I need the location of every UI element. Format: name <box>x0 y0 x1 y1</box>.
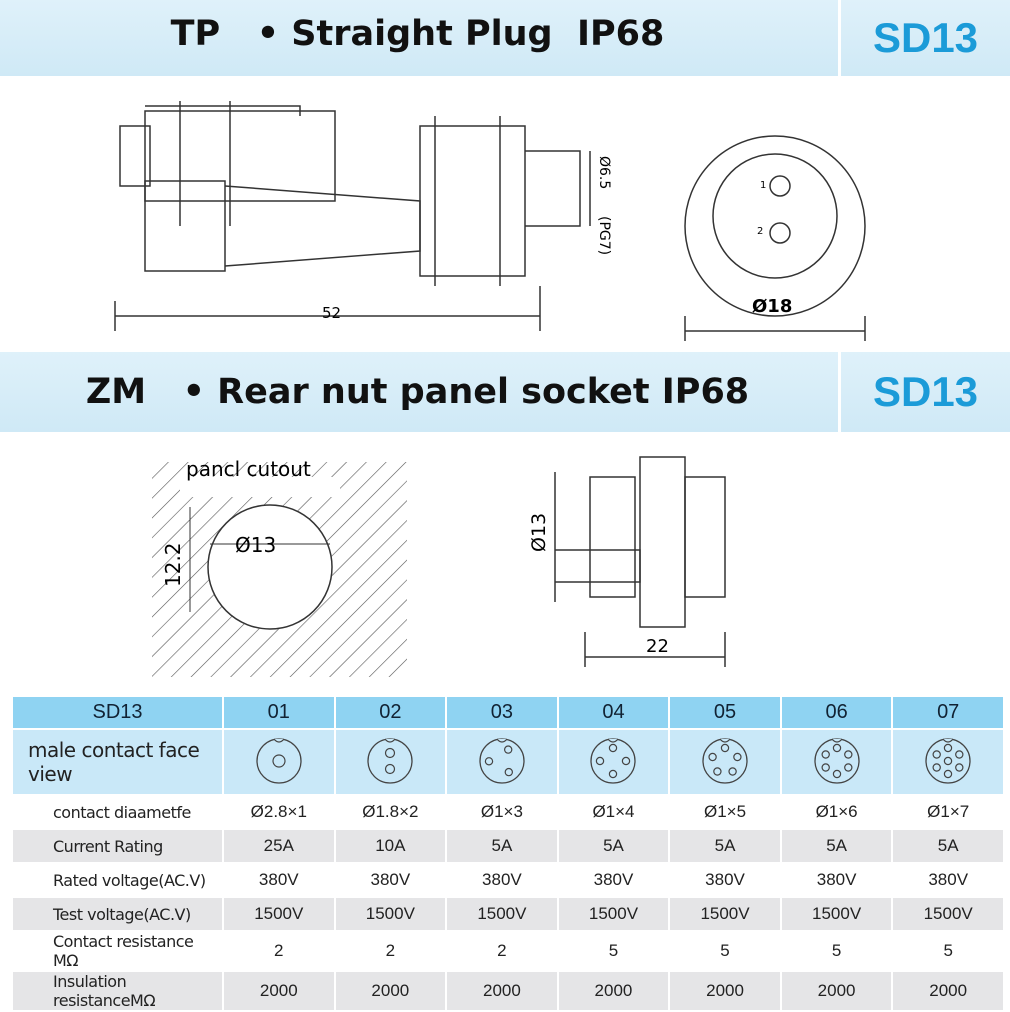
table-cell: 2000 <box>781 972 892 1012</box>
table-cell: 380V <box>670 864 780 898</box>
table-cell: 5A <box>670 830 780 864</box>
cable-dia-dim: Ø6.5 <box>596 156 612 189</box>
table-cell: Ø1×6 <box>781 796 892 830</box>
plug-model-code: SD13 <box>838 0 1010 76</box>
table-cell: 2000 <box>893 972 1003 1012</box>
plug-title: TP • Straight Plug IP68 <box>170 14 665 54</box>
table-cell: 5 <box>670 932 780 972</box>
cable-gland-dim: (PG7) <box>596 216 612 255</box>
row-label: Insulation resistanceMΩ <box>13 972 222 1012</box>
model-column-header: 03 <box>447 697 557 730</box>
series-header: SD13 <box>13 697 222 730</box>
table-cell: 2000 <box>558 972 669 1012</box>
socket-model-code: SD13 <box>838 352 1010 432</box>
contact-face-icon <box>447 730 557 796</box>
table-cell: 2000 <box>670 972 780 1012</box>
table-cell: 1500V <box>670 898 780 932</box>
table-cell: 5A <box>781 830 892 864</box>
table-cell: 380V <box>893 864 1003 898</box>
table-cell: 5A <box>447 830 557 864</box>
face-view-label: male contact face view <box>13 730 222 796</box>
table-cell: 2000 <box>224 972 334 1012</box>
table-cell: 1500V <box>224 898 334 932</box>
model-column-header: 07 <box>893 697 1003 730</box>
model-column-header: 04 <box>558 697 669 730</box>
table-cell: 5 <box>558 932 669 972</box>
pin-1-label: 1 <box>760 180 766 191</box>
row-label: contact diaametfe <box>13 796 222 830</box>
contact-face-icon <box>335 730 446 796</box>
contact-face-icon <box>670 730 780 796</box>
table-cell: 5A <box>558 830 669 864</box>
table-cell: Ø1×7 <box>893 796 1003 830</box>
table-cell: Ø1×4 <box>558 796 669 830</box>
table-cell: 10A <box>335 830 446 864</box>
table-cell: 380V <box>558 864 669 898</box>
row-label: Contact resistance MΩ <box>13 932 222 972</box>
table-cell: 380V <box>335 864 446 898</box>
socket-header: ZM • Rear nut panel socket IP68 SD13 <box>0 352 1010 432</box>
table-cell: Ø1.8×2 <box>335 796 446 830</box>
model-column-header: 05 <box>670 697 780 730</box>
table-cell: 2000 <box>447 972 557 1012</box>
face-view-row: male contact face view <box>13 730 1003 796</box>
length-dim: 52 <box>322 304 341 322</box>
table-cell: 380V <box>447 864 557 898</box>
table-cell: 5 <box>781 932 892 972</box>
model-column-header: 06 <box>781 697 892 730</box>
table-cell: 380V <box>224 864 334 898</box>
table-cell: 1500V <box>447 898 557 932</box>
table-cell: 1500V <box>558 898 669 932</box>
table-cell: 2 <box>224 932 334 972</box>
socket-title: ZM • Rear nut panel socket IP68 <box>85 372 750 412</box>
pin-2-label: 2 <box>757 226 763 237</box>
row-label: Rated voltage(AC.V) <box>13 864 222 898</box>
table-cell: 2000 <box>335 972 446 1012</box>
row-label: Current Rating <box>13 830 222 864</box>
cutout-label: pancl cutout <box>186 457 311 481</box>
outer-dia-dim: Ø18 <box>752 296 792 317</box>
table-cell: 1500V <box>335 898 446 932</box>
model-column-header: 02 <box>335 697 446 730</box>
socket-dia-dim: Ø13 <box>528 513 550 552</box>
table-cell: 2 <box>447 932 557 972</box>
table-cell: 380V <box>781 864 892 898</box>
contact-face-icon <box>893 730 1003 796</box>
table-cell: Ø1×3 <box>447 796 557 830</box>
contact-face-icon <box>224 730 334 796</box>
plug-drawing: 52 Ø6.5 (PG7) Ø18 1 2 <box>114 101 866 341</box>
table-cell: 5A <box>893 830 1003 864</box>
row-label: Test voltage(AC.V) <box>13 898 222 932</box>
table-cell: Ø2.8×1 <box>224 796 334 830</box>
table-cell: 25A <box>224 830 334 864</box>
socket-length-dim: 22 <box>646 636 669 657</box>
model-column-header: 01 <box>224 697 334 730</box>
table-cell: Ø1×5 <box>670 796 780 830</box>
table-cell: 5 <box>893 932 1003 972</box>
plug-header: TP • Straight Plug IP68 SD13 <box>0 0 1010 76</box>
cutout-dia: Ø13 <box>235 533 276 557</box>
contact-face-icon <box>781 730 892 796</box>
table-cell: 2 <box>335 932 446 972</box>
table-cell: 1500V <box>781 898 892 932</box>
contact-face-icon <box>558 730 669 796</box>
socket-drawing: pancl cutout Ø13 12.2 Ø13 22 <box>152 456 726 677</box>
cutout-flat: 12.2 <box>161 542 185 587</box>
table-cell: 1500V <box>893 898 1003 932</box>
